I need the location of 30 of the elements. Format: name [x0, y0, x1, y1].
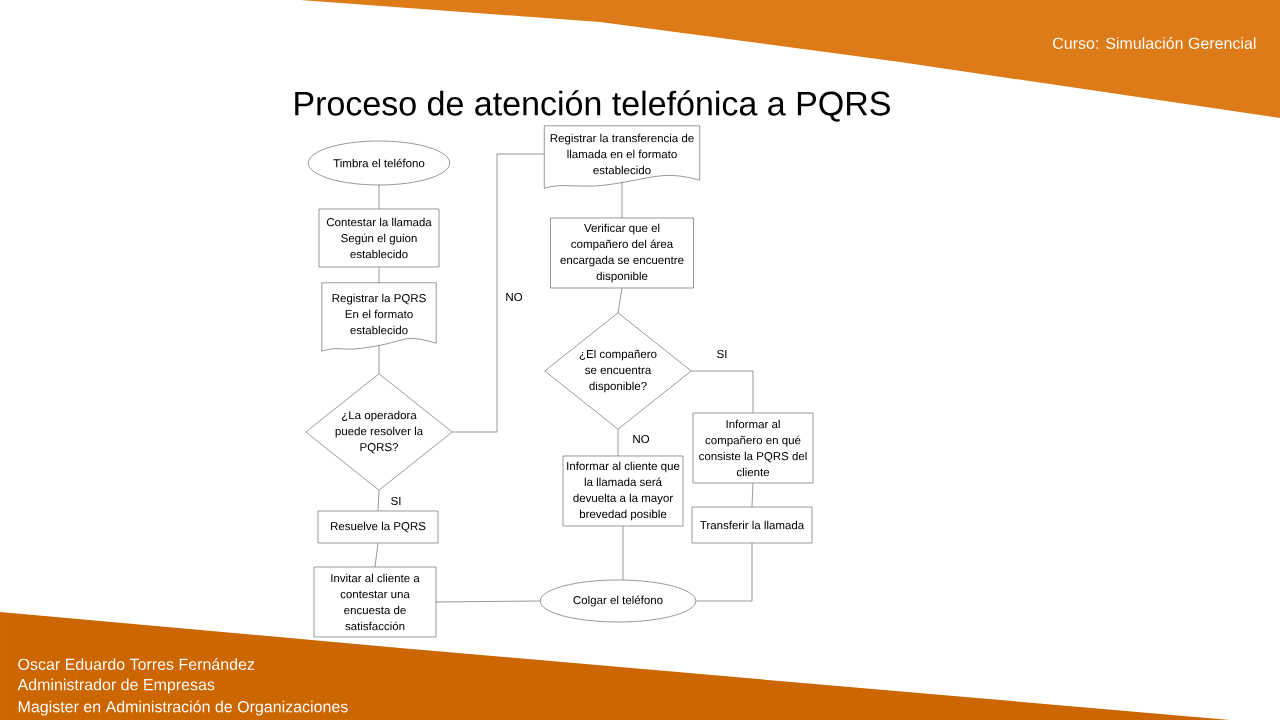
- connector-line: [378, 185, 380, 209]
- connector-line: [617, 288, 623, 313]
- connector-line: [374, 543, 379, 567]
- connector-line: [378, 267, 380, 283]
- author-line: Oscar Eduardo Torres Fernández: [18, 658, 255, 670]
- process-box: Informar al compañero en qué consiste la PQRS del cliente: [692, 412, 814, 484]
- connector-line: [377, 490, 380, 511]
- edge-label: NO: [631, 433, 651, 445]
- connector-line: [436, 600, 541, 603]
- connector-line: [691, 370, 754, 413]
- edge-label: SI: [389, 495, 403, 507]
- edge-label: SI: [715, 348, 729, 360]
- process-box: Contestar la llamada Según el guion establecido: [318, 208, 440, 268]
- connector-line: [695, 543, 753, 602]
- connector-line: [378, 345, 380, 374]
- connector-line: [751, 483, 754, 507]
- connector-line: [621, 182, 623, 218]
- course-name: Curso: Simulación Gerencial: [1053, 37, 1256, 49]
- process-box: Invitar al cliente a contestar una encuesta de satisfacción: [313, 566, 437, 638]
- process-box: Verificar que el compañero del área encargada se encuentre disponible: [550, 217, 694, 289]
- process-box: Resuelve la PQRS: [317, 510, 439, 544]
- edge-label: NO: [504, 291, 524, 303]
- author-line: Magister en Administración de Organizaciones: [18, 700, 348, 716]
- connector-line: [617, 429, 619, 456]
- connector-line: [622, 526, 624, 580]
- process-box: Informar al cliente que la llamada será devuelta a la mayor brevedad posible: [562, 455, 684, 527]
- title: Proceso de atención telefónica a PQRS: [295, 90, 890, 122]
- author-line: Administrador de Empresas: [17, 678, 215, 694]
- process-box: Transferir la llamada: [691, 506, 813, 544]
- connector-line: [452, 153, 545, 433]
